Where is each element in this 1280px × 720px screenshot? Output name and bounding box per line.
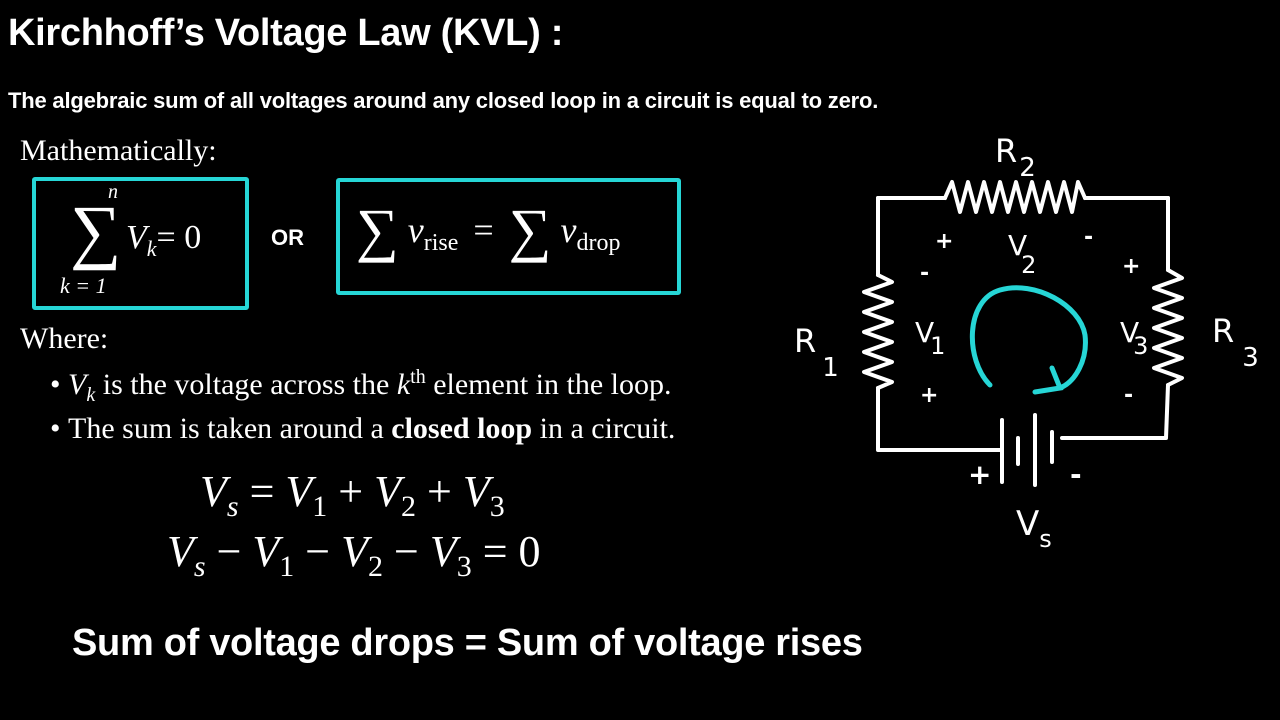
k-symbol: k: [396, 368, 411, 401]
bullet-text: in a circuit.: [532, 412, 676, 445]
bullet-item: • Vk is the voltage across the kth eleme…: [50, 366, 672, 406]
vs-symbol: V: [167, 527, 194, 576]
v-symbol: V: [126, 219, 147, 256]
rise-drop-formula: ∑ vrise = ∑ vdrop: [356, 196, 621, 265]
equals-sign: =: [238, 467, 286, 516]
equals-sign: =: [473, 210, 494, 250]
th-superscript: th: [410, 366, 426, 388]
rise-subscript: rise: [423, 230, 459, 257]
drop-subscript: drop: [576, 230, 621, 257]
label-v1: V1: [915, 316, 945, 360]
sigma-symbol: ∑: [356, 197, 399, 263]
v-symbol: v: [407, 210, 424, 250]
mathematically-label: Mathematically:: [20, 134, 217, 167]
label-vs: Vs: [1016, 504, 1052, 553]
subscript: 3: [489, 489, 505, 523]
subscript: 3: [456, 549, 472, 583]
formula-box-sum-equals-zero: n ∑ k = 1 Vk= 0: [32, 177, 249, 310]
wire-right-bottom: [1060, 383, 1170, 440]
subscript: 1: [312, 489, 328, 523]
lower-limit: k = 1: [60, 273, 107, 298]
v2-symbol: V: [374, 467, 402, 516]
resistor-r1: [862, 273, 894, 390]
v2-minus-sign: -: [1084, 225, 1093, 250]
v3-symbol: V: [429, 527, 457, 576]
equals-zero: = 0: [471, 527, 541, 576]
equation-vs-sum: Vs = V1 + V2 + V3: [200, 466, 505, 521]
subscript: 2: [401, 489, 417, 523]
minus-sign: −: [294, 527, 342, 576]
page-title: Kirchhoff’s Voltage Law (KVL) :: [8, 12, 564, 54]
v3-minus-sign: -: [1124, 383, 1133, 408]
bullet-text: The sum is taken around a: [68, 412, 392, 445]
subscript: 1: [279, 549, 295, 583]
subscript: 2: [368, 549, 384, 583]
label-v3: V3: [1120, 316, 1148, 360]
kvl-statement: The algebraic sum of all voltages around…: [8, 88, 879, 113]
s-subscript: s: [193, 549, 206, 583]
sigma-symbol: ∑: [70, 191, 122, 271]
upper-limit: n: [108, 181, 118, 203]
k-subscript: k: [86, 384, 96, 406]
v2-symbol: V: [341, 527, 369, 576]
s-subscript: s: [226, 489, 239, 523]
equals-zero: = 0: [156, 219, 202, 256]
v-symbol: V: [68, 368, 87, 401]
v-symbol: v: [560, 210, 577, 250]
or-label: OR: [271, 225, 304, 250]
label-r1: R1: [794, 322, 839, 383]
v1-plus-sign: +: [920, 383, 938, 408]
formula-box-rise-equals-drop: ∑ vrise = ∑ vdrop: [336, 178, 681, 295]
v1-minus-sign: -: [920, 261, 929, 286]
label-r2: R2: [995, 132, 1036, 183]
bold-text: closed loop: [391, 412, 533, 445]
bullet-text: is the voltage across the: [95, 368, 397, 401]
bullet-item: • The sum is taken around a closed loop …: [50, 412, 676, 445]
vs-symbol: V: [200, 467, 227, 516]
equation-vs-difference: Vs − V1 − V2 − V3 = 0: [167, 526, 541, 581]
plus-sign: +: [416, 467, 463, 516]
label-r3: R3: [1212, 312, 1259, 373]
minus-sign: −: [205, 527, 253, 576]
v1-symbol: V: [252, 527, 280, 576]
v3-plus-sign: +: [1122, 254, 1140, 279]
resistor-r2: [943, 180, 1087, 214]
v2-plus-sign: +: [935, 229, 953, 254]
bullet-text: element in the loop.: [425, 368, 672, 401]
summary-statement: Sum of voltage drops = Sum of voltage ri…: [72, 622, 863, 664]
plus-sign: +: [327, 467, 375, 516]
loop-direction-arrow-icon: [969, 285, 1088, 395]
where-label: Where:: [20, 322, 109, 355]
k-subscript: k: [146, 235, 157, 261]
sigma-symbol: ∑: [508, 197, 552, 263]
resistor-r3: [1152, 268, 1184, 387]
v1-symbol: V: [285, 467, 313, 516]
vs-plus-sign: +: [968, 458, 991, 491]
sum-term: Vk= 0: [126, 219, 202, 259]
wire-left-bottom: [876, 386, 1004, 452]
v3-symbol: V: [462, 467, 490, 516]
vs-minus-sign: -: [1070, 458, 1082, 491]
minus-sign: −: [383, 527, 430, 576]
